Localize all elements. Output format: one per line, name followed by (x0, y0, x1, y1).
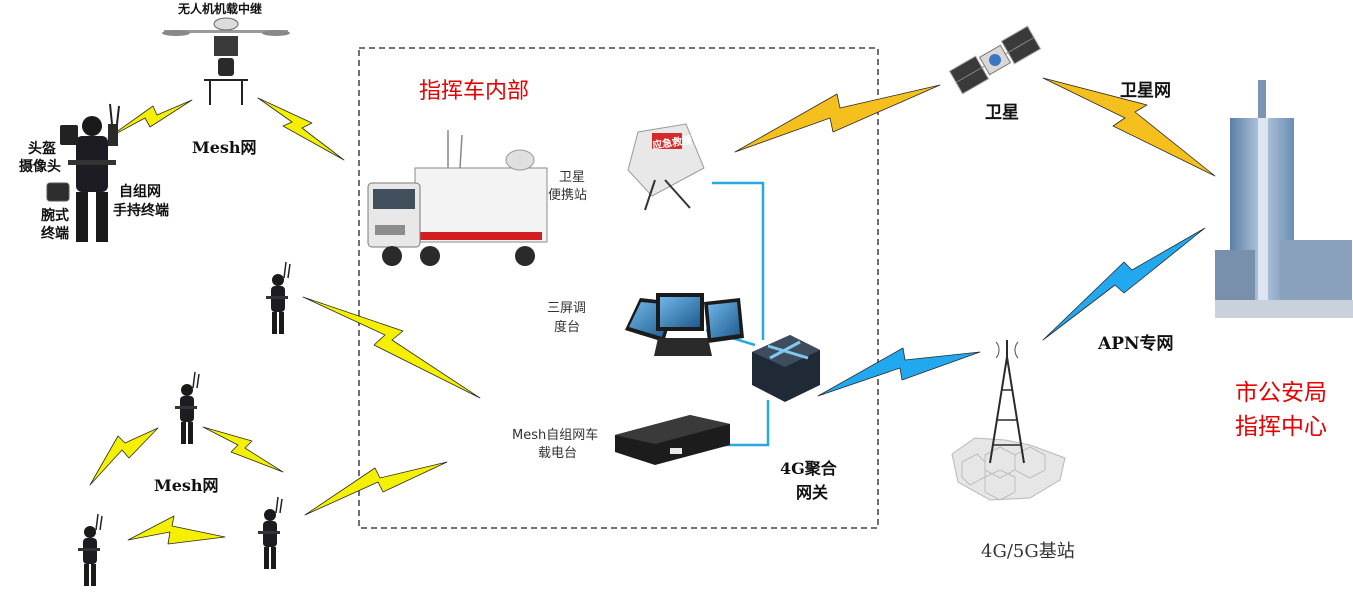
label-adhoc-1: 自组网 (119, 184, 161, 200)
label-center-2: 指挥中心 (1235, 414, 1327, 440)
drone-relay (162, 17, 290, 105)
base-station-tower (951, 340, 1066, 501)
label-base-station: 4G/5G基站 (981, 541, 1075, 562)
link-base-center (1042, 227, 1206, 341)
label-three-screen-1: 三屏调 (547, 301, 587, 316)
link-gateway-base (817, 347, 981, 397)
label-drone-relay: 无人机机载中继 (178, 2, 263, 16)
label-wrist-1: 腕式 (41, 208, 69, 224)
label-mesh-radio-2: 载电台 (538, 446, 578, 461)
link-sat-center (1042, 77, 1216, 177)
4g-gateway-device (752, 335, 820, 402)
label-mesh-radio-1: Mesh自组网车 (512, 428, 599, 443)
soldier-main (68, 103, 120, 242)
three-screen-console (625, 293, 744, 356)
label-wrist-2: 终端 (41, 226, 69, 242)
command-vehicle (367, 130, 548, 266)
label-helmet-cam-2: 摄像头 (19, 159, 61, 175)
officer-4 (77, 513, 103, 587)
link-mesh-group-1 (89, 427, 159, 486)
link-mesh-group-3 (127, 515, 226, 545)
link-mesh-vehicle (304, 461, 448, 516)
label-satellite: 卫星 (985, 103, 1019, 123)
label-sat-net: 卫星网 (1120, 81, 1171, 101)
mesh-vehicle-radio (615, 415, 730, 465)
officer-2 (174, 371, 200, 445)
link-drone-mesh (257, 97, 345, 161)
link-officer-vehicle (302, 296, 481, 399)
link-drone-soldier (107, 99, 193, 139)
police-hq-building (1215, 80, 1353, 318)
label-gateway-2: 网关 (796, 483, 829, 502)
label-center-1: 市公安局 (1235, 380, 1327, 406)
wrist-terminal-device (46, 182, 70, 202)
satellite-portable-station (627, 123, 705, 211)
label-sat-portable-2: 便携站 (548, 188, 588, 203)
link-mesh-group-2 (202, 426, 284, 473)
label-adhoc-2: 手持终端 (113, 203, 169, 219)
label-gateway-1: 4G聚合 (780, 459, 837, 478)
label-mesh-top: Mesh网 (192, 138, 257, 157)
satellite-icon (948, 25, 1042, 95)
label-sat-portable-1: 卫星 (559, 170, 586, 185)
link-sat-station (734, 84, 941, 153)
label-vehicle-inside: 指挥车内部 (419, 79, 530, 104)
wireless-links (89, 77, 1216, 545)
label-three-screen-2: 度台 (554, 320, 581, 335)
label-apn: APN专网 (1098, 334, 1174, 354)
officer-3 (257, 496, 283, 570)
label-mesh-bottom: Mesh网 (154, 476, 219, 495)
officer-1 (265, 261, 291, 335)
helmet-camera-device (60, 125, 78, 145)
label-helmet-cam-1: 头盔 (28, 141, 56, 157)
